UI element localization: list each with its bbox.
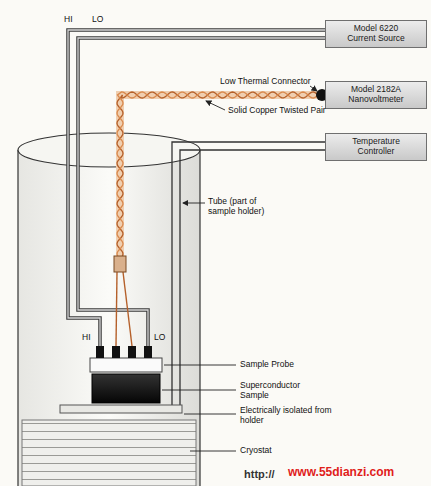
copper-wire — [123, 272, 132, 346]
watermark: http:// — [244, 468, 275, 481]
callout-label: Solid Copper Twisted Pair — [228, 106, 338, 116]
leader-line — [164, 365, 236, 366]
current-wire — [78, 38, 325, 346]
instrument-name: Model 6220 Current Source — [341, 24, 411, 44]
pair-termination — [114, 256, 126, 272]
callout-label: Sample Probe — [240, 360, 330, 370]
instrument-name: Model 2182A Nanovoltmeter — [341, 85, 411, 105]
superconductor-sample — [92, 374, 160, 403]
leader-line — [190, 451, 236, 452]
current-wire — [68, 30, 325, 346]
probe-pin — [144, 346, 152, 358]
instrument-box: Temperature Controller — [325, 133, 427, 161]
callout-label: Electrically isolated from holder — [240, 406, 332, 426]
instrument-name: Temperature Controller — [341, 137, 411, 157]
instrument-box: Model 6220 Current Source — [325, 20, 427, 48]
cylinder-wall — [17, 150, 18, 486]
twisted-pair — [117, 92, 318, 257]
current-wire — [68, 30, 325, 346]
probe-pin — [128, 346, 136, 358]
callout-label: Low Thermal Connector — [220, 77, 312, 87]
cylinder-body — [18, 150, 200, 486]
isolation-plate — [60, 405, 182, 413]
signal-name: HI — [64, 15, 73, 25]
cylinder-wall — [199, 150, 200, 486]
twisted-strand — [117, 92, 318, 257]
probe-pin — [112, 346, 120, 358]
current-wire — [78, 38, 325, 346]
twisted-pair-band — [120, 95, 318, 258]
callout-label: Tube (part of sample holder) — [208, 197, 278, 217]
twisted-strand — [117, 92, 318, 257]
copper-wire — [116, 272, 117, 346]
pin-name: LO — [154, 333, 165, 343]
leader-line — [183, 203, 205, 204]
leader-line — [206, 101, 225, 110]
sample-probe — [90, 358, 162, 372]
pin-name: HI — [82, 333, 91, 343]
cryostat-block — [22, 420, 196, 486]
watermark: www.55dianzi.com — [288, 466, 394, 480]
leader-line — [162, 390, 236, 391]
instrument-box: Model 2182A Nanovoltmeter — [325, 81, 427, 109]
cylinder-top — [18, 133, 200, 167]
callout-label: Superconductor Sample — [240, 381, 312, 401]
leader-line — [310, 86, 317, 91]
probe-pin — [96, 346, 104, 358]
leader-line — [184, 414, 236, 415]
signal-name: LO — [92, 15, 103, 25]
callout-label: Cryostat — [240, 446, 330, 456]
